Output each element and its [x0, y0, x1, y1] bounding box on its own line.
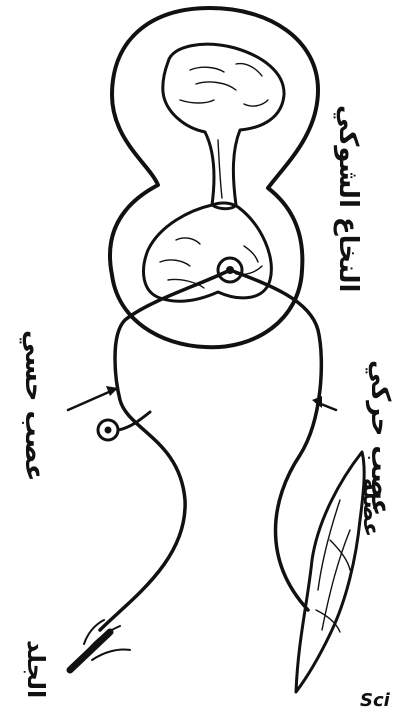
- label-skin: الجلد: [22, 640, 50, 698]
- motor-neuron: [230, 270, 321, 610]
- label-sensory-pathway: عصب حسي: [19, 330, 49, 481]
- label-corner-note: Sci: [360, 690, 391, 711]
- grey-matter-top: [163, 44, 284, 208]
- sensory-neuron: [100, 270, 230, 630]
- sensory-arrow: [68, 386, 118, 410]
- label-muscle: عضلة: [358, 478, 383, 537]
- label-spinal-cord: النخاع الشوكي: [333, 105, 363, 292]
- skin-receptor: [70, 620, 130, 670]
- sensory-ganglion: [98, 412, 150, 440]
- muscle-effector: [296, 452, 364, 692]
